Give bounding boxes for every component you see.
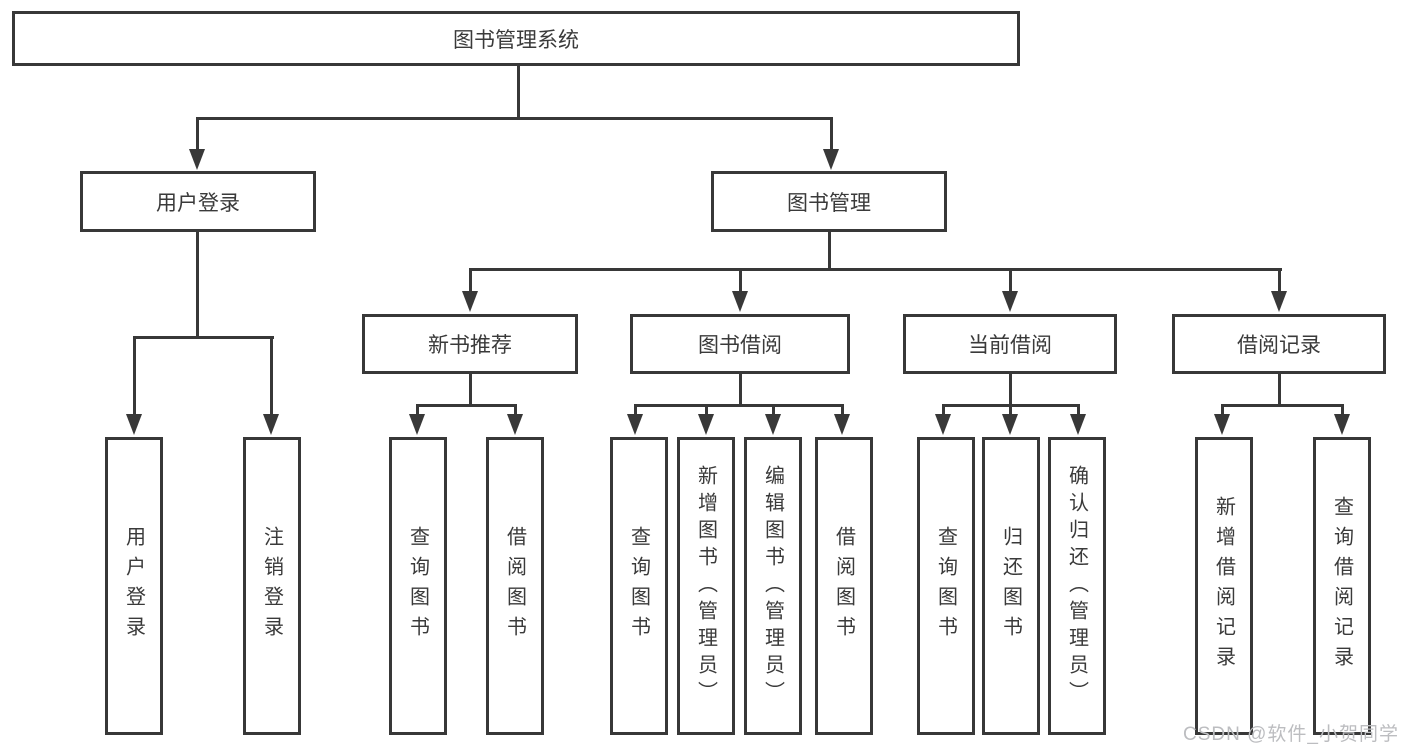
- leaf-add-borrow-record: 新增借阅记录: [1195, 437, 1253, 735]
- arrowhead-down-icon: [462, 291, 478, 312]
- arrowhead-down-icon: [1214, 414, 1230, 435]
- connector-line: [1221, 404, 1344, 407]
- connector-line: [416, 404, 517, 407]
- arrowhead-down-icon: [409, 414, 425, 435]
- arrowhead-down-icon: [1070, 414, 1086, 435]
- connector-line: [1341, 404, 1344, 416]
- arrowhead-down-icon: [189, 149, 205, 170]
- connector-line: [942, 404, 945, 416]
- connector-line: [133, 336, 274, 339]
- arrowhead-down-icon: [507, 414, 523, 435]
- connector-line: [830, 117, 833, 151]
- node-book-management: 图书管理: [711, 171, 947, 232]
- arrowhead-down-icon: [1334, 414, 1350, 435]
- leaf-borrow-books: 借阅图书: [815, 437, 873, 735]
- connector-line: [772, 404, 775, 416]
- connector-line: [196, 117, 199, 151]
- connector-line: [469, 268, 1282, 271]
- arrowhead-down-icon: [1002, 291, 1018, 312]
- leaf-query-borrow-record: 查询借阅记录: [1313, 437, 1371, 735]
- node-user-login: 用户登录: [80, 171, 316, 232]
- connector-line: [1009, 404, 1012, 416]
- connector-line: [469, 374, 472, 407]
- node-current-borrowing: 当前借阅: [903, 314, 1117, 374]
- leaf-logout: 注销登录: [243, 437, 301, 735]
- arrowhead-down-icon: [263, 414, 279, 435]
- connector-line: [634, 404, 637, 416]
- arrowhead-down-icon: [935, 414, 951, 435]
- connector-line: [828, 232, 831, 271]
- arrowhead-down-icon: [126, 414, 142, 435]
- node-root-library-system: 图书管理系统: [12, 11, 1020, 66]
- node-book-borrowing: 图书借阅: [630, 314, 850, 374]
- connector-line: [705, 404, 708, 416]
- connector-line: [133, 336, 136, 414]
- leaf-add-books-admin: 新增图书（管理员）: [677, 437, 735, 735]
- connector-line: [841, 404, 844, 416]
- connector-line: [1077, 404, 1080, 416]
- arrowhead-down-icon: [1002, 414, 1018, 435]
- arrowhead-down-icon: [834, 414, 850, 435]
- leaf-query-books: 查询图书: [610, 437, 668, 735]
- connector-line: [1221, 404, 1224, 416]
- arrowhead-down-icon: [732, 291, 748, 312]
- arrowhead-down-icon: [1271, 291, 1287, 312]
- arrowhead-down-icon: [765, 414, 781, 435]
- leaf-user-login: 用户登录: [105, 437, 163, 735]
- leaf-query-books: 查询图书: [389, 437, 447, 735]
- arrowhead-down-icon: [698, 414, 714, 435]
- connector-line: [1278, 268, 1281, 293]
- leaf-confirm-return-admin: 确认归还（管理员）: [1048, 437, 1106, 735]
- connector-line: [739, 374, 742, 407]
- node-new-book-recommend: 新书推荐: [362, 314, 578, 374]
- connector-line: [469, 268, 472, 293]
- connector-line: [514, 404, 517, 416]
- leaf-return-books: 归还图书: [982, 437, 1040, 735]
- leaf-edit-books-admin: 编辑图书（管理员）: [744, 437, 802, 735]
- connector-line: [634, 404, 844, 407]
- connector-line: [517, 66, 520, 119]
- connector-line: [416, 404, 419, 416]
- connector-line: [270, 336, 273, 414]
- watermark: CSDN @软件_小贺同学: [1183, 724, 1399, 745]
- arrowhead-down-icon: [823, 149, 839, 170]
- arrowhead-down-icon: [627, 414, 643, 435]
- node-borrowing-records: 借阅记录: [1172, 314, 1386, 374]
- connector-line: [1009, 374, 1012, 407]
- connector-line: [1278, 374, 1281, 407]
- connector-line: [739, 268, 742, 293]
- connector-line: [196, 117, 833, 120]
- connector-line: [1009, 268, 1012, 293]
- leaf-borrow-books: 借阅图书: [486, 437, 544, 735]
- connector-line: [196, 232, 199, 338]
- leaf-query-books: 查询图书: [917, 437, 975, 735]
